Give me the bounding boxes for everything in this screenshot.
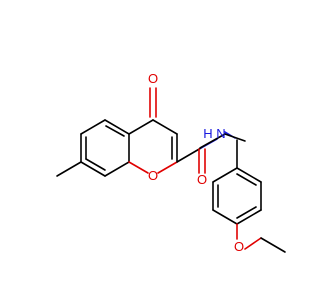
bond [236,167,262,183]
bond [224,133,246,142]
carbonyl-oxygen-label: O [148,71,158,86]
bond [104,161,130,177]
amide-nitrogen-label: N [216,126,225,141]
bond [236,173,257,186]
ring-oxygen-label: O [148,168,158,183]
amide-oxygen-label: O [197,172,207,187]
bond [105,125,125,137]
benzo-ring [80,119,130,177]
amide-carbon-bond [176,147,202,163]
molecule-structure: O O O N H O [56,71,286,254]
bond [128,161,149,174]
bond [85,158,106,171]
ether-bond [244,237,262,250]
bond [236,206,257,219]
methyl-bond [56,161,82,177]
bond [236,209,262,225]
phenyl-ring [199,133,246,149]
bond [80,161,106,177]
bond [157,161,178,174]
bond [212,167,238,183]
bond [104,119,130,135]
pyranone-ring [128,119,178,174]
bond [199,133,226,149]
ether-oxygen-label: O [234,239,244,254]
aryl-ring [212,139,262,225]
amide-hydrogen-label: H [203,126,212,141]
ethyl-bond [260,237,286,253]
bond [128,119,154,135]
structure-canvas: O O O N H O [56,71,286,254]
bond [80,119,106,135]
bond [152,119,178,135]
bond [212,209,238,225]
